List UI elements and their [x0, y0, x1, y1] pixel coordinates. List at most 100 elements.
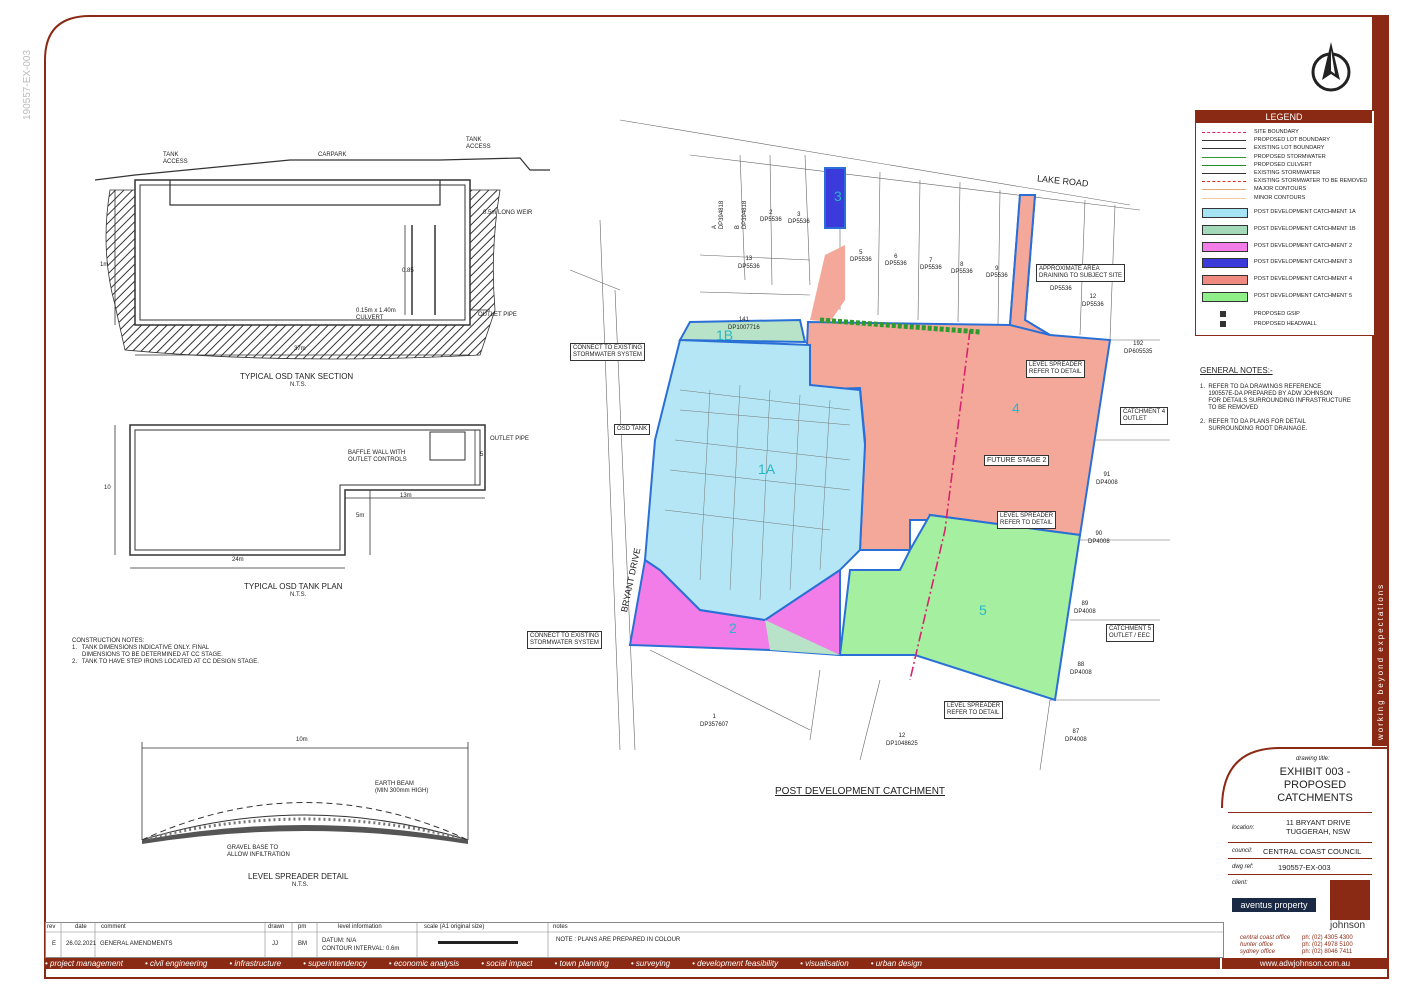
revision-table-grid: [45, 922, 1224, 958]
office-name: sydney office: [1240, 949, 1276, 955]
plan-dim-5m-label: 5m: [356, 513, 365, 519]
legend-label: PROPOSED HEADWALL: [1254, 321, 1317, 327]
legend-symbol-icon: [1220, 311, 1226, 317]
legend-item: SITE BOUNDARY: [1200, 128, 1370, 137]
legend-line: [1202, 132, 1246, 133]
tagline-vertical: working beyond expectations: [1376, 582, 1385, 740]
lot-label: 2 DP5536: [760, 210, 782, 223]
general-note-line: 1. REFER TO DA DRAWINGS REFERENCE: [1200, 384, 1322, 390]
service-item: • economic analysis: [388, 959, 460, 968]
lot-label: 1 DP357607: [700, 714, 729, 728]
lot-label: 13 DP5536: [738, 256, 760, 270]
dwg-ref-caption: dwg ref:: [1232, 864, 1254, 870]
legend-item: MINOR CONTOURS: [1200, 194, 1370, 203]
general-note-line: TO BE REMOVED: [1200, 405, 1259, 411]
general-note-line: 190557E-DA PREPARED BY ADW JOHNSON: [1200, 391, 1333, 397]
legend-line: [1202, 173, 1246, 174]
weir-label: 0.5m LONG WEIR: [483, 210, 533, 216]
service-item: • town planning: [554, 959, 609, 968]
legend-label: EXISTING LOT BOUNDARY: [1254, 145, 1325, 152]
tank-section-drawing: [94, 157, 550, 360]
site-plan: [569, 119, 1170, 771]
legend-swatch: [1202, 258, 1248, 269]
legend-line: [1202, 140, 1246, 142]
lot-label: B DP394818: [735, 200, 749, 230]
office-phone: ph: (02) 4305 4300: [1302, 935, 1353, 941]
legend-label: POST DEVELOPMENT CATCHMENT 4: [1254, 276, 1353, 283]
lot-label: 12 DP5536: [1082, 294, 1104, 308]
legend-item: EXISTING STORMWATER: [1200, 169, 1370, 178]
construction-notes-title: CONSTRUCTION NOTES:: [72, 638, 145, 644]
plan-title: POST DEVELOPMENT CATCHMENT: [775, 786, 946, 797]
title-block-rule: [1228, 874, 1372, 875]
catchment-2-label: 2: [729, 620, 737, 636]
future-stage-label: FUTURE STAGE 2: [984, 455, 1050, 466]
legend-label: POST DEVELOPMENT CATCHMENT 1A: [1254, 209, 1356, 215]
lot-label: 6 DP5536: [885, 254, 907, 267]
legend-label: PROPOSED STORMWATER: [1254, 153, 1326, 160]
lot-label: 192 DP605535: [1124, 341, 1153, 355]
tank-width-label: 37m: [294, 346, 306, 352]
legend-label: POST DEVELOPMENT CATCHMENT 3: [1254, 259, 1353, 266]
client-caption: client:: [1232, 880, 1248, 886]
legend-line: [1202, 197, 1246, 199]
legend-line: [1202, 148, 1246, 150]
lot-label: A DP394818: [712, 200, 726, 230]
tank-height-label: 1m: [100, 262, 109, 268]
legend-line: [1202, 189, 1246, 191]
service-item: • visualisation: [800, 959, 849, 968]
rev-header: comment: [101, 924, 126, 930]
plan-dim-13m-label: 13m: [400, 493, 412, 499]
tank-plan-nts: N.T.S.: [290, 592, 307, 598]
legend-item: PROPOSED CULVERT: [1200, 161, 1370, 170]
legend-swatch: [1202, 275, 1248, 286]
lot-label: 3 DP5536: [788, 212, 810, 225]
office-phone: ph: (02) 8046 7411: [1302, 949, 1353, 955]
callout-catchment4-outlet: CATCHMENT 4 OUTLET: [1120, 407, 1169, 425]
notes-value: NOTE : PLANS ARE PREPARED IN COLOUR: [556, 937, 681, 943]
rev-header: date: [75, 924, 87, 930]
office-phone: ph: (02) 4978 5100: [1302, 942, 1353, 948]
tank-access-right-label: TANK ACCESS: [466, 137, 491, 150]
catchment-4-label: 4: [1012, 400, 1020, 416]
tank-section-nts: N.T.S.: [290, 382, 307, 388]
catchment-1b-label: 1B: [716, 327, 734, 343]
rev-header: scale (A1 original size): [424, 924, 485, 930]
plan-dim-10-label: 10: [104, 485, 111, 491]
legend-item: EXISTING STORMWATER TO BE REMOVED: [1200, 177, 1370, 186]
client-logo: aventus property: [1232, 898, 1316, 912]
legend-label: MAJOR CONTOURS: [1254, 186, 1307, 193]
legend-item: MAJOR CONTOURS: [1200, 185, 1370, 194]
legend-item: EXISTING LOT BOUNDARY: [1200, 144, 1370, 153]
legend-item: POST DEVELOPMENT CATCHMENT 5: [1200, 292, 1370, 302]
contour-value: CONTOUR INTERVAL: 0.6m: [322, 946, 400, 952]
outlet-pipe-label: OUTLET PIPE: [478, 312, 517, 318]
legend-item: PROPOSED LOT BOUNDARY: [1200, 136, 1370, 145]
service-item: • surveying: [630, 959, 671, 968]
tank-section-title: TYPICAL OSD TANK SECTION: [240, 372, 354, 381]
callout-connect-top: CONNECT TO EXISTING STORMWATER SYSTEM: [570, 343, 646, 361]
service-item: • superintendency: [303, 959, 367, 968]
lot-label: 89 DP4008: [1074, 601, 1096, 615]
company-name: johnson: [1330, 920, 1366, 931]
lot-label: 5 DP5536: [850, 250, 872, 263]
earth-beam-label: EARTH BEAM (MIN 300mm HIGH): [375, 781, 429, 794]
legend-symbol-icon: [1220, 321, 1226, 327]
lot-label: 141 DP1007716: [728, 317, 760, 331]
dwg-ref-value: 190557-EX-003: [1278, 863, 1331, 872]
tank-plan-title: TYPICAL OSD TANK PLAN: [244, 582, 343, 591]
weir-height-label: 0.85: [402, 268, 414, 274]
legend-swatch: [1202, 241, 1248, 252]
legend-label: SITE BOUNDARY: [1254, 129, 1299, 135]
rev-header: drawn: [268, 924, 285, 930]
datum-value: DATUM: N/A: [322, 938, 357, 944]
website[interactable]: www.adwjohnson.com.au: [1222, 958, 1388, 969]
legend-item: POST DEVELOPMENT CATCHMENT 4: [1200, 275, 1370, 286]
rev-header: level information: [338, 924, 382, 930]
legend-item: POST DEVELOPMENT CATCHMENT 2: [1200, 241, 1370, 252]
legend-title: LEGEND: [1196, 111, 1372, 123]
legend-item: POST DEVELOPMENT CATCHMENT 1B: [1200, 224, 1370, 235]
lot-label: 8 DP5536: [951, 262, 973, 275]
lot-label: 7 DP5536: [920, 258, 942, 271]
